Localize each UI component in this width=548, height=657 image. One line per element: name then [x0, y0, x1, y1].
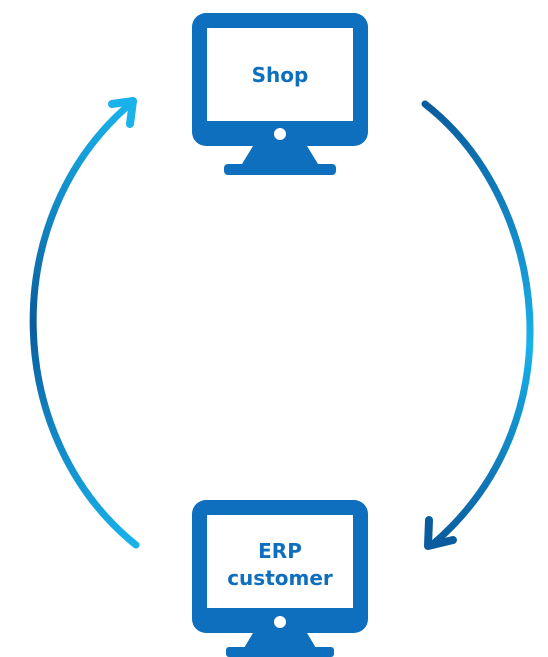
arrowhead-left-icon — [108, 97, 137, 128]
erp-node: ERP customer — [192, 500, 368, 657]
arrow-shop-to-erp — [421, 100, 534, 550]
arrow-erp-to-shop — [29, 97, 140, 549]
erp-label-line1: ERP — [258, 539, 302, 563]
erp-label-line2: customer — [227, 566, 333, 590]
arrowhead-right-icon — [424, 516, 457, 550]
arc-right — [421, 100, 534, 548]
monitor-icon — [192, 13, 368, 175]
monitor-stand — [242, 146, 318, 164]
shop-label: Shop — [252, 63, 309, 87]
power-dot — [274, 128, 286, 140]
monitor-stand — [244, 633, 316, 648]
monitor-icon — [192, 500, 368, 657]
monitor-screen — [207, 515, 353, 608]
monitor-base — [226, 647, 334, 657]
shop-node: Shop — [192, 13, 368, 175]
power-dot — [274, 616, 286, 628]
monitor-screen — [207, 28, 353, 121]
monitor-base — [224, 164, 336, 175]
arc-left — [29, 100, 140, 549]
